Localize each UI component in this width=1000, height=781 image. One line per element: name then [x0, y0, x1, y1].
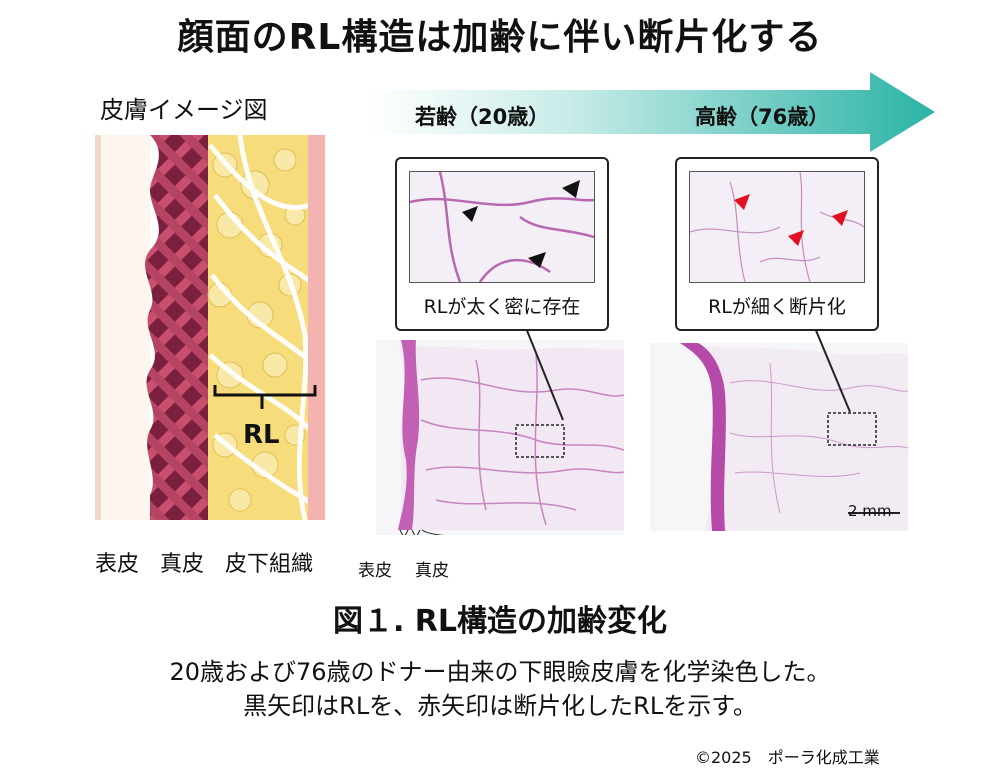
skin-image-label: 皮膚イメージ図 [100, 96, 268, 124]
epidermis-label: 表皮 [95, 552, 140, 577]
dermis-label: 真皮 [160, 552, 205, 577]
old-callout-pointer [814, 327, 851, 413]
fragmented-rl-arrow-marker [832, 210, 848, 226]
description-line-1: 20歳および76歳のドナー由来の下眼瞼皮膚を化学染色した。 [169, 658, 831, 686]
young-age-label: 若齢（20歳） [415, 105, 550, 129]
old-callout-caption: RLが細く断片化 [708, 296, 846, 318]
skin-illustration [90, 135, 325, 520]
rl-arrow-marker [462, 206, 478, 222]
page-title: 顔面のRL構造は加齢に伴い断片化する [177, 17, 823, 58]
rl-label: RL [243, 420, 280, 450]
old-age-label: 高齢（76歳） [695, 105, 830, 129]
age-arrow [370, 72, 935, 152]
old-callout: RLが細く断片化 [675, 157, 879, 331]
scale-bar-label: 2 mm [848, 502, 892, 520]
young-dermis-label: 真皮 [415, 561, 449, 581]
description-line-2: 黒矢印はRLを、赤矢印は断片化したRLを示す。 [243, 692, 757, 720]
young-callout-pointer [525, 327, 564, 421]
fragmented-rl-arrow-marker [734, 194, 750, 210]
subcutaneous-label: 皮下組織 [225, 552, 314, 577]
young-callout-caption: RLが太く密に存在 [423, 296, 581, 318]
old-zoom-image [689, 171, 865, 283]
figure-caption: 図１. RL構造の加齢変化 [332, 604, 668, 639]
young-zoom-image [409, 171, 595, 283]
young-callout: RLが太く密に存在 [395, 157, 609, 331]
young-tissue-section [376, 340, 624, 535]
rl-arrow-marker [562, 180, 580, 198]
fragmented-rl-arrow-marker [788, 230, 804, 246]
young-epidermis-label: 表皮 [358, 561, 392, 581]
old-tissue-section [650, 343, 908, 531]
rl-arrow-marker [528, 252, 546, 268]
copyright: ©2025 ポーラ化成工業 [695, 748, 880, 767]
